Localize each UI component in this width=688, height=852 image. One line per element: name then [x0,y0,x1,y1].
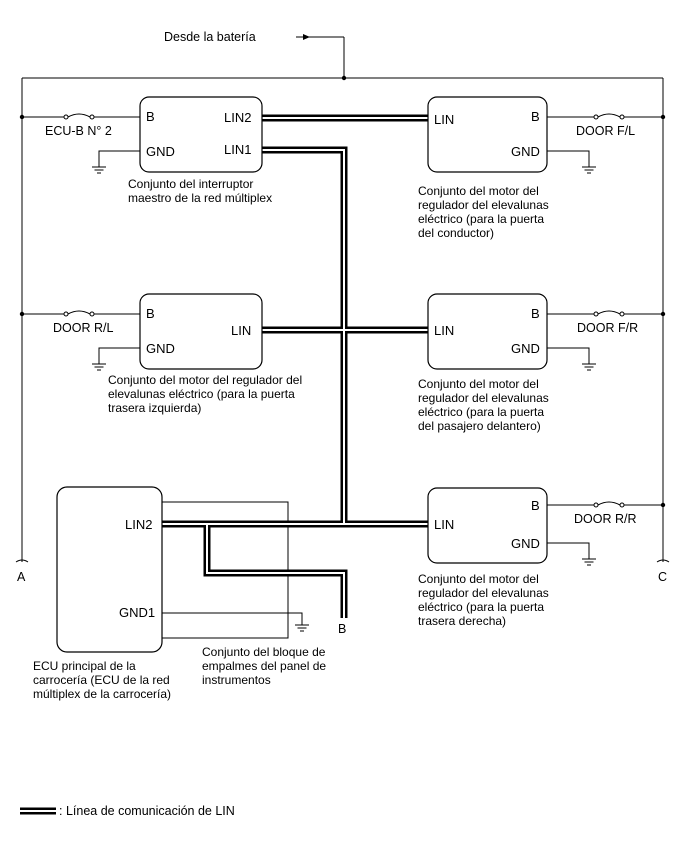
arrow-right-icon [303,34,310,40]
caption-line: Conjunto del motor del [418,184,539,198]
ground-icon [582,166,596,174]
pin-gnd1: GND1 [119,605,155,620]
connector-b-label: B [338,622,346,636]
caption-line: eléctrico (para la puerta [418,600,544,614]
caption-line: Conjunto del motor del regulador del [108,373,302,387]
fuse-door-rr-label: DOOR R/R [574,512,637,526]
caption-line: trasera derecha) [418,614,506,628]
fuse-door-fl-label: DOOR F/L [576,124,635,138]
fuse-ecu-b: ECU-B N° 2 [22,113,140,138]
caption-line: Conjunto del motor del [418,572,539,586]
power-bus [19,77,666,562]
master-switch-caption: Conjunto del interruptor maestro de la r… [128,177,272,205]
ground-rear-left [92,347,140,371]
body-ecu: LIN2 GND1 [56,486,163,653]
pin-gnd: GND [511,341,540,356]
caption-line: del conductor) [418,226,494,240]
battery-feed: Desde la batería [164,30,347,81]
legend: : Línea de comunicación de LIN [20,804,235,818]
caption-line: instrumentos [202,673,271,687]
caption-line: Conjunto del motor del [418,377,539,391]
caption-line: del pasajero delantero) [418,419,541,433]
pin-gnd: GND [146,144,175,159]
pin-gnd: GND [146,341,175,356]
pin-gnd: GND [511,536,540,551]
caption-line: carrocería (ECU de la red [33,673,170,687]
rear-right-door-motor: LIN B GND [427,487,548,564]
pin-gnd: GND [511,144,540,159]
ground-icon [582,558,596,566]
connector-a: A [15,559,29,584]
connector-c-label: C [658,570,667,584]
caption-line: empalmes del panel de [202,659,326,673]
pin-lin: LIN [231,323,251,338]
body-ecu-caption: ECU principal de la carrocería (ECU de l… [33,659,171,701]
pin-b: B [146,109,155,124]
ground-body-ecu [162,612,309,632]
caption-line: regulador del elevalunas [418,586,549,600]
lin-bus [162,114,428,618]
fuse-door-rr: DOOR R/R [547,501,663,526]
rear-left-door-motor-caption: Conjunto del motor del regulador del ele… [108,373,302,415]
ground-icon [92,166,106,174]
caption-line: eléctrico (para la puerta [418,212,544,226]
connector-c: C [656,559,670,584]
caption-line: trasera izquierda) [108,401,201,415]
pin-b: B [531,109,540,124]
caption-line: ECU principal de la [33,659,136,673]
caption-line: eléctrico (para la puerta [418,405,544,419]
pin-lin1: LIN1 [224,142,251,157]
legend-text: : Línea de comunicación de LIN [59,804,235,818]
battery-label: Desde la batería [164,30,256,44]
pin-lin: LIN [434,112,454,127]
pin-lin2: LIN2 [224,110,251,125]
pin-b: B [146,306,155,321]
fuse-door-fl: DOOR F/L [547,113,663,138]
rear-right-door-motor-caption: Conjunto del motor del regulador del ele… [418,572,549,628]
caption-line: regulador del elevalunas [418,198,549,212]
pin-lin: LIN [434,323,454,338]
caption-line: regulador del elevalunas [418,391,549,405]
caption-line: elevalunas eléctrico (para la puerta [108,387,295,401]
pin-b: B [531,498,540,513]
ground-rear-right [547,542,596,566]
caption-line: múltiplex de la carrocería) [33,687,171,701]
rear-left-door-motor: B GND LIN [139,293,263,370]
fuse-door-fr: DOOR F/R [547,310,663,335]
ground-master-switch [92,150,140,174]
front-passenger-door-motor: LIN B GND [427,293,548,370]
fuse-door-rl-label: DOOR R/L [53,321,113,335]
ground-icon [92,363,106,371]
ground-icon [295,624,309,632]
fuse-ecu-b-label: ECU-B N° 2 [45,124,112,138]
ground-driver [547,150,596,174]
connector-a-label: A [17,570,26,584]
fuse-door-rl: DOOR R/L [22,310,140,335]
pin-lin2: LIN2 [125,517,152,532]
front-passenger-door-motor-caption: Conjunto del motor del regulador del ele… [418,377,549,433]
pin-b: B [531,306,540,321]
fuse-door-fr-label: DOOR F/R [577,321,638,335]
driver-door-motor-caption: Conjunto del motor del regulador del ele… [418,184,549,240]
caption-line: Conjunto del interruptor [128,177,253,191]
junction-block-caption: Conjunto del bloque de empalmes del pane… [202,645,326,687]
pin-lin: LIN [434,517,454,532]
driver-door-motor: LIN B GND [427,96,548,173]
master-switch: B GND LIN2 LIN1 [139,96,263,173]
caption-line: maestro de la red múltiplex [128,191,272,205]
ground-front-passenger [547,347,596,371]
ground-icon [582,363,596,371]
caption-line: Conjunto del bloque de [202,645,326,659]
